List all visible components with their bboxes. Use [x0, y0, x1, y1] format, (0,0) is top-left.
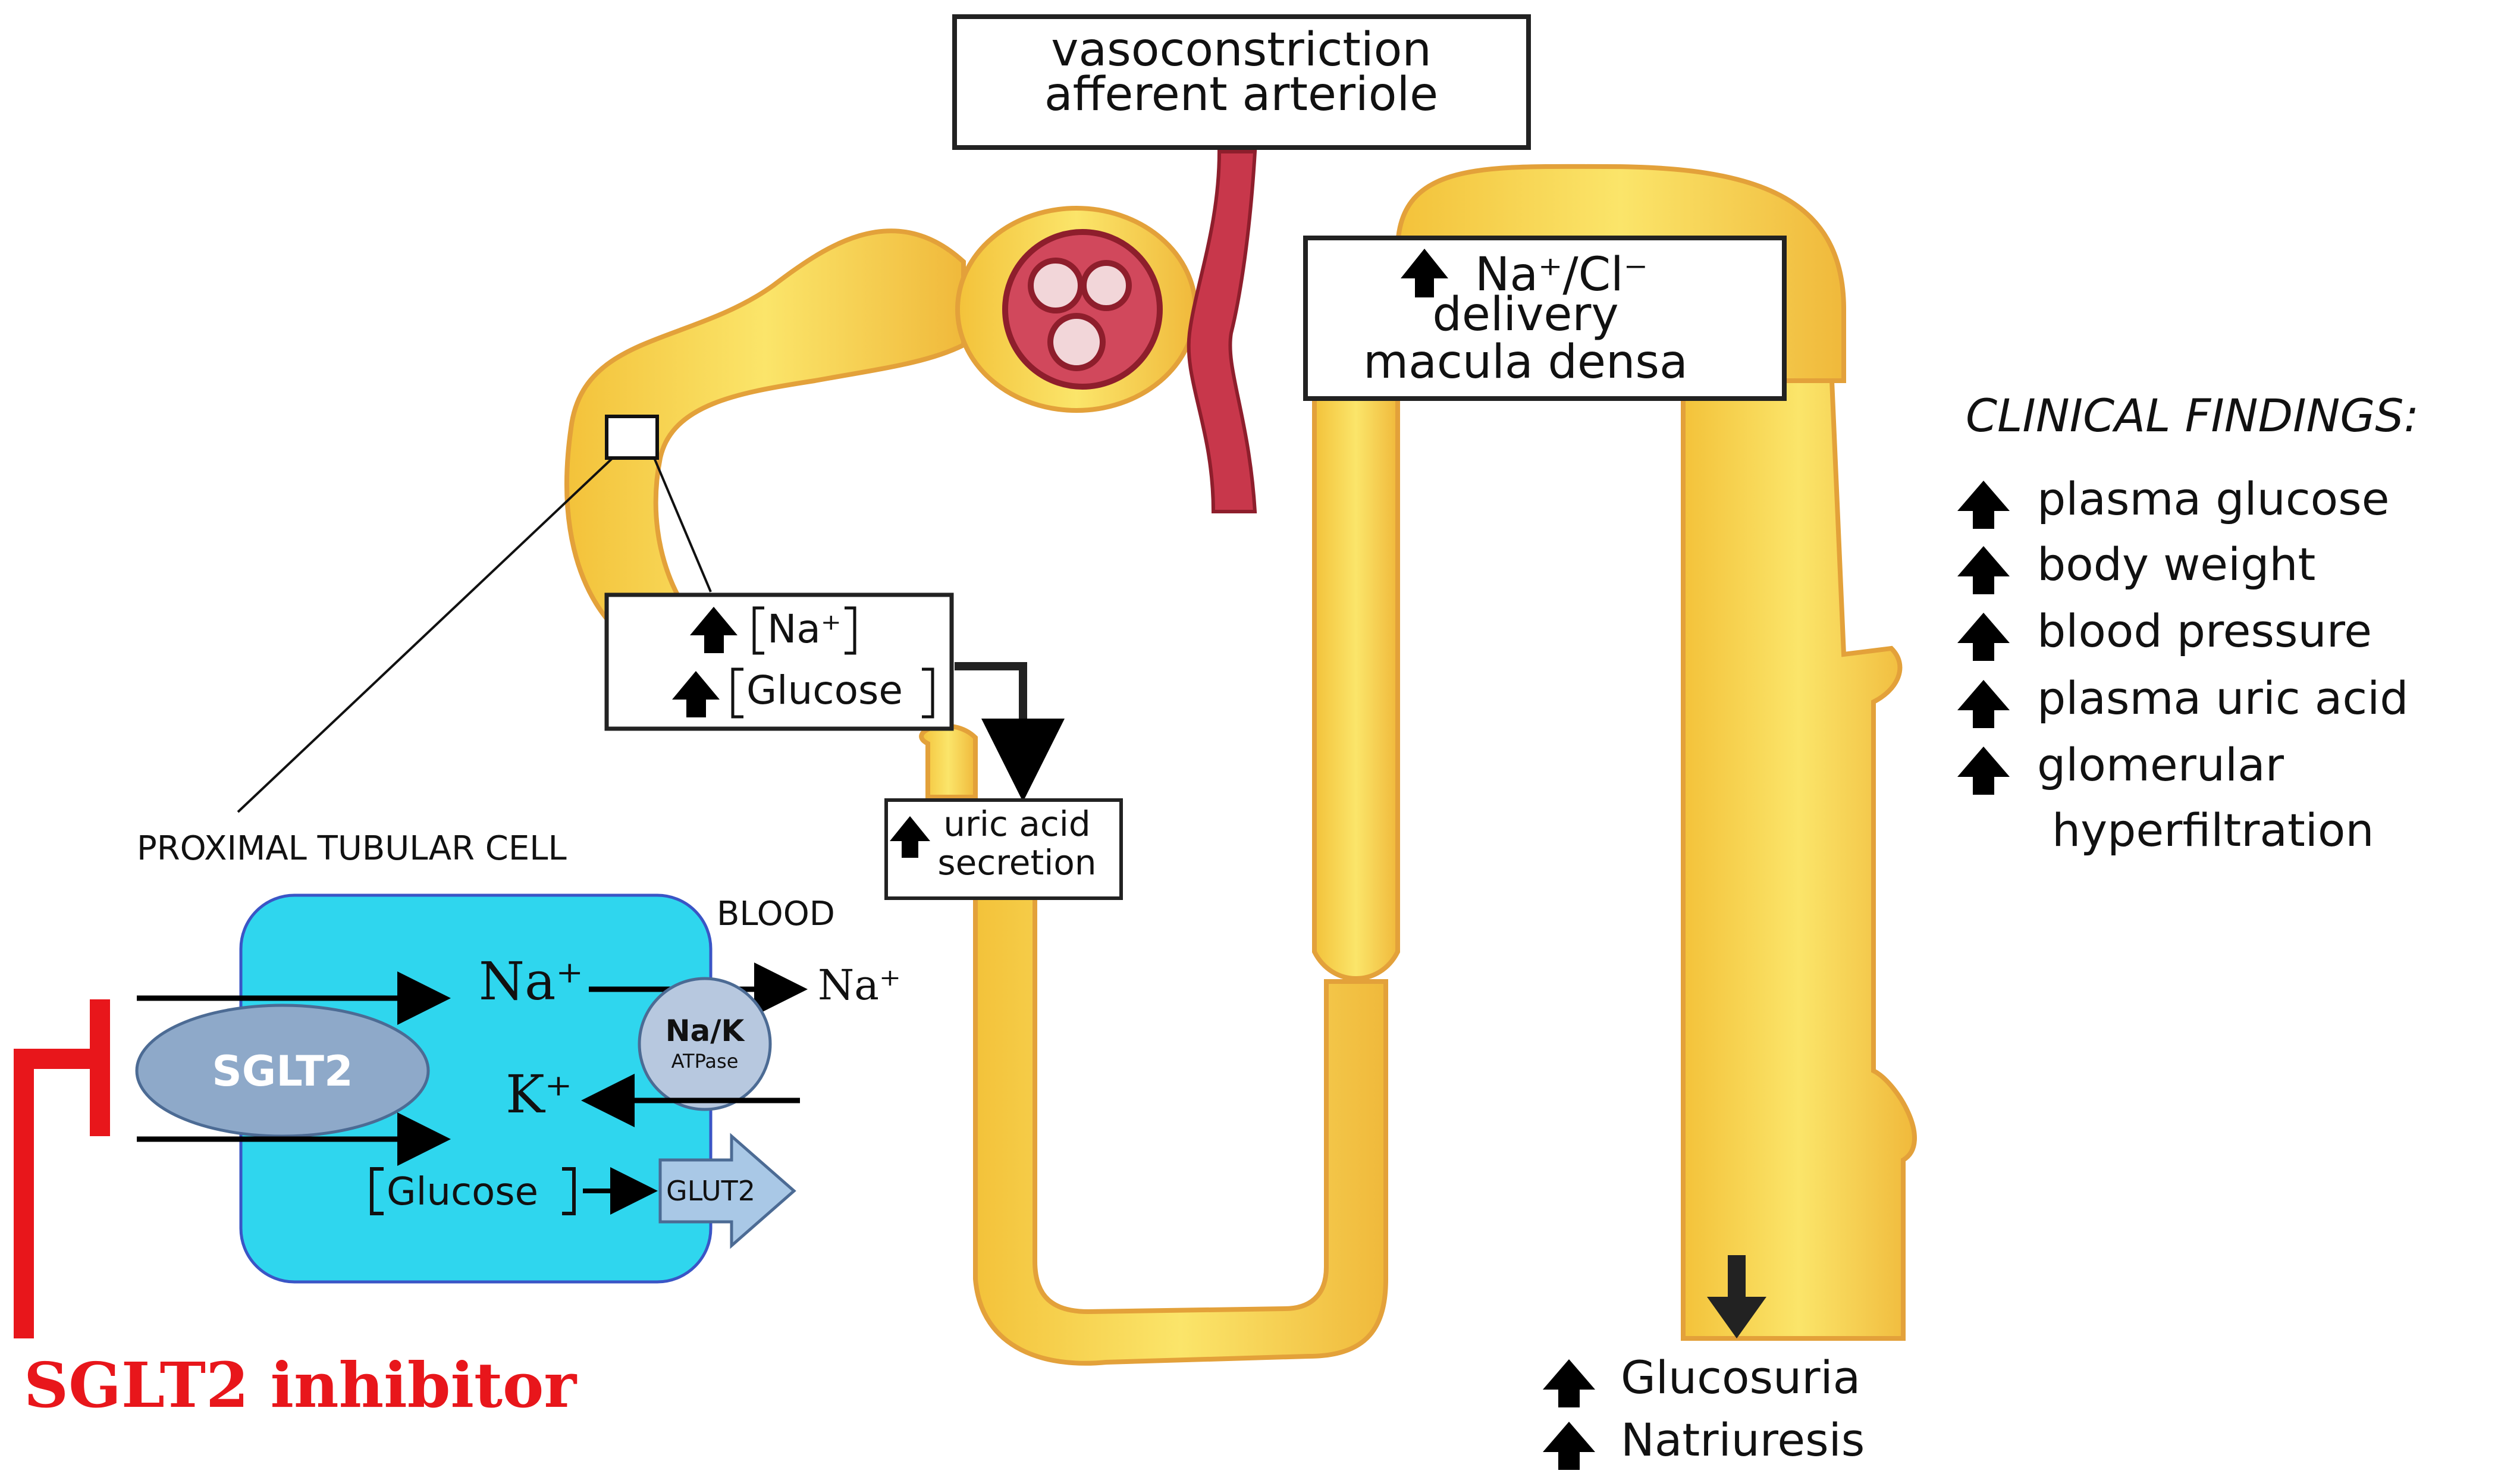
sglt2-transporter	[135, 1004, 430, 1138]
k-inside-text: K⁺	[506, 1064, 572, 1125]
zoom-line-left	[237, 457, 614, 813]
up-arrow-icon	[672, 671, 720, 717]
glut2-label: GLUT2	[666, 1175, 755, 1207]
descending-segment	[919, 723, 978, 799]
loop-descending-limb	[973, 878, 1388, 1366]
vasoconstriction-text: vasoconstriction	[1051, 23, 1432, 77]
secretion-arrow	[955, 662, 1065, 802]
na-outside-text: Na⁺	[818, 961, 901, 1009]
glucose-concentration-text: Glucose	[746, 667, 903, 713]
up-arrow-icon	[1957, 680, 2010, 728]
up-arrow-icon	[1543, 1422, 1595, 1470]
macula-densa-text: macula densa	[1363, 335, 1688, 389]
pump-label: Na/K	[666, 1014, 746, 1048]
clinical-findings: CLINICAL FINDINGS: plasma glucose body w…	[1957, 389, 2419, 857]
down-arrow-icon	[1707, 1297, 1766, 1338]
zoom-square	[605, 415, 659, 460]
finding-continuation: hyperfiltration	[2052, 804, 2374, 857]
blood-label: BLOOD	[717, 895, 835, 933]
finding-item: body weight	[2037, 538, 2315, 591]
zoom-indicator	[237, 415, 712, 813]
outcomes-list: Glucosuria Natriuresis	[1543, 1351, 1865, 1470]
afferent-arteriole	[1002, 150, 1257, 513]
up-arrow-icon	[1957, 546, 2010, 594]
bracket-right-icon	[845, 606, 856, 655]
sglt2-label: SGLT2	[212, 1047, 353, 1096]
na-inside-text: Na⁺	[479, 951, 583, 1012]
finding-item: glomerular	[2037, 738, 2284, 791]
glomerulus-loop-1	[1028, 258, 1084, 313]
bracket-right-icon	[922, 667, 934, 719]
proximal-tubular-cell-panel: PROXIMAL TUBULAR CELL BLOOD Na⁺ Na⁺ SGLT…	[135, 829, 901, 1284]
bracket-left-icon	[752, 606, 764, 655]
na-concentration-text: Na⁺	[767, 606, 842, 652]
up-arrow-icon	[1957, 481, 2010, 529]
glut2-transporter	[658, 1133, 796, 1249]
secretion-text: secretion	[937, 842, 1096, 883]
arteriole-vessel	[1187, 150, 1257, 513]
cell-title: PROXIMAL TUBULAR CELL	[137, 829, 567, 868]
outcome-natriuresis: Natriuresis	[1621, 1413, 1865, 1466]
proximal-concentration-box: Na⁺ Glucose	[604, 592, 954, 731]
na-cl-text: Na⁺/Cl⁻	[1475, 248, 1648, 302]
glucose-inside-text: Glucose	[387, 1170, 538, 1214]
afferent-arteriole-text: afferent arteriole	[1044, 68, 1438, 121]
up-arrow-icon	[1957, 613, 2010, 661]
sglt2-inhibitor: SGLT2 inhibitor	[14, 999, 577, 1422]
inhibitor-label: SGLT2 inhibitor	[24, 1349, 577, 1422]
up-arrow-icon	[890, 816, 930, 858]
uric-acid-box: uric acid secretion	[884, 798, 1123, 900]
finding-item: plasma uric acid	[2037, 672, 2408, 725]
loop-ascending-limb	[1312, 378, 1400, 981]
outcome-glucosuria: Glucosuria	[1621, 1351, 1860, 1404]
delivery-text: delivery	[1432, 288, 1618, 341]
up-arrow-icon	[690, 607, 738, 653]
up-arrow-icon	[1957, 747, 2010, 795]
na-k-atpase-pump	[638, 977, 772, 1111]
bracket-left-icon	[370, 1167, 384, 1215]
bracket-left-icon	[731, 667, 743, 719]
up-arrow-icon	[1543, 1359, 1595, 1407]
pump-sublabel: ATPase	[671, 1050, 739, 1073]
vasoconstriction-box: vasoconstriction afferent arteriole	[952, 14, 1531, 150]
bracket-right-icon	[562, 1167, 576, 1215]
finding-item: plasma glucose	[2037, 472, 2389, 525]
zoom-line-right	[653, 457, 712, 592]
up-arrow-icon	[1401, 249, 1448, 297]
inhibition-bracket	[14, 1049, 100, 1338]
findings-title: CLINICAL FINDINGS:	[1966, 389, 2419, 442]
glomerulus-loop-3	[1047, 313, 1106, 371]
glomerulus-loop-2	[1081, 260, 1132, 311]
finding-item: blood pressure	[2037, 604, 2372, 657]
macula-densa-box: Na⁺/Cl⁻ delivery macula densa	[1303, 236, 1787, 401]
uric-acid-text: uric acid	[943, 804, 1090, 844]
collecting-duct	[1681, 378, 1917, 1341]
collecting-duct-arrow	[1707, 1255, 1766, 1338]
